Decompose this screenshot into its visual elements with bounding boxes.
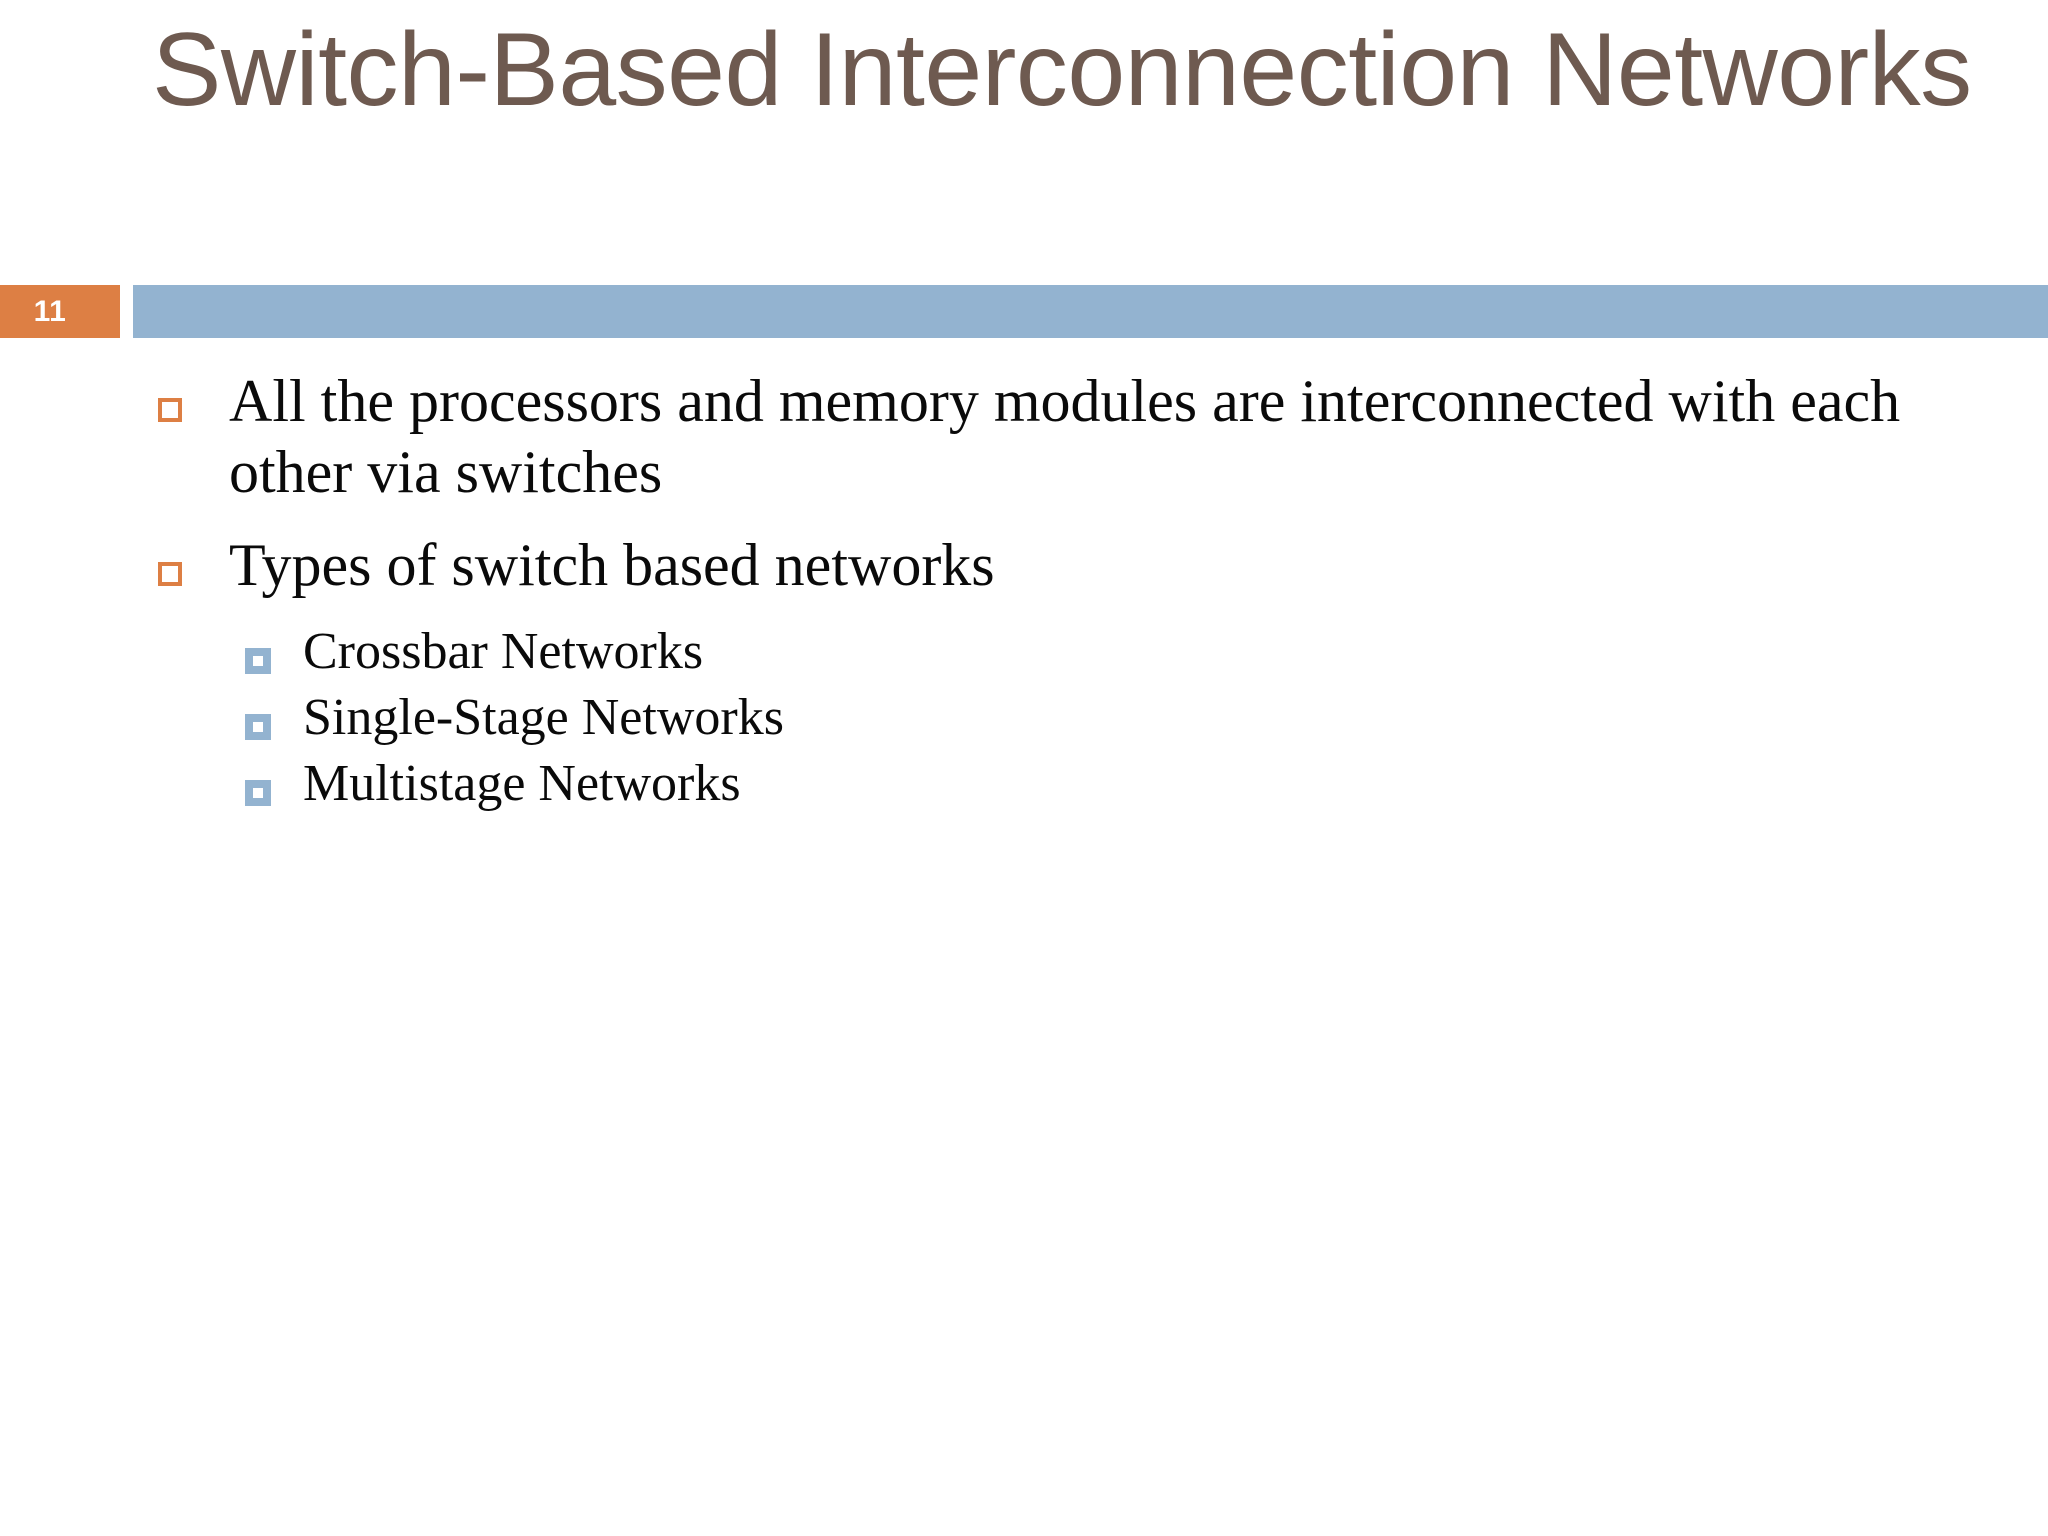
blue-square-bullet-icon	[245, 780, 271, 807]
orange-hollow-square-bullet-icon	[158, 398, 182, 422]
slide-body: All the processors and memory modules ar…	[0, 366, 2048, 820]
sub-bullet-item: Single-Stage Networks	[0, 688, 2048, 749]
bullet-text: All the processors and memory modules ar…	[229, 368, 1901, 505]
page-number-label: 11	[33, 294, 67, 328]
sub-bullet-item: Crossbar Networks	[0, 622, 2048, 683]
sub-bullet-text: Single-Stage Networks	[303, 689, 784, 747]
bullet-text: Types of switch based networks	[229, 531, 995, 598]
bullet-item: Types of switch based networks	[0, 530, 2048, 601]
sub-bullet-text: Crossbar Networks	[303, 623, 704, 681]
sub-bullet-text: Multistage Networks	[303, 755, 741, 813]
page-number-badge: 11	[0, 285, 120, 338]
orange-hollow-square-bullet-icon	[158, 561, 182, 586]
sub-bullet-item: Multistage Networks	[0, 754, 2048, 815]
bullet-item: All the processors and memory modules ar…	[0, 366, 2048, 508]
slide-title: Switch-Based Interconnection Networks	[152, 12, 1972, 128]
blue-square-bullet-icon	[245, 648, 271, 675]
blue-square-bullet-icon	[245, 714, 271, 741]
header-rule-bar	[133, 285, 2048, 338]
header-band: 11	[0, 285, 2048, 338]
